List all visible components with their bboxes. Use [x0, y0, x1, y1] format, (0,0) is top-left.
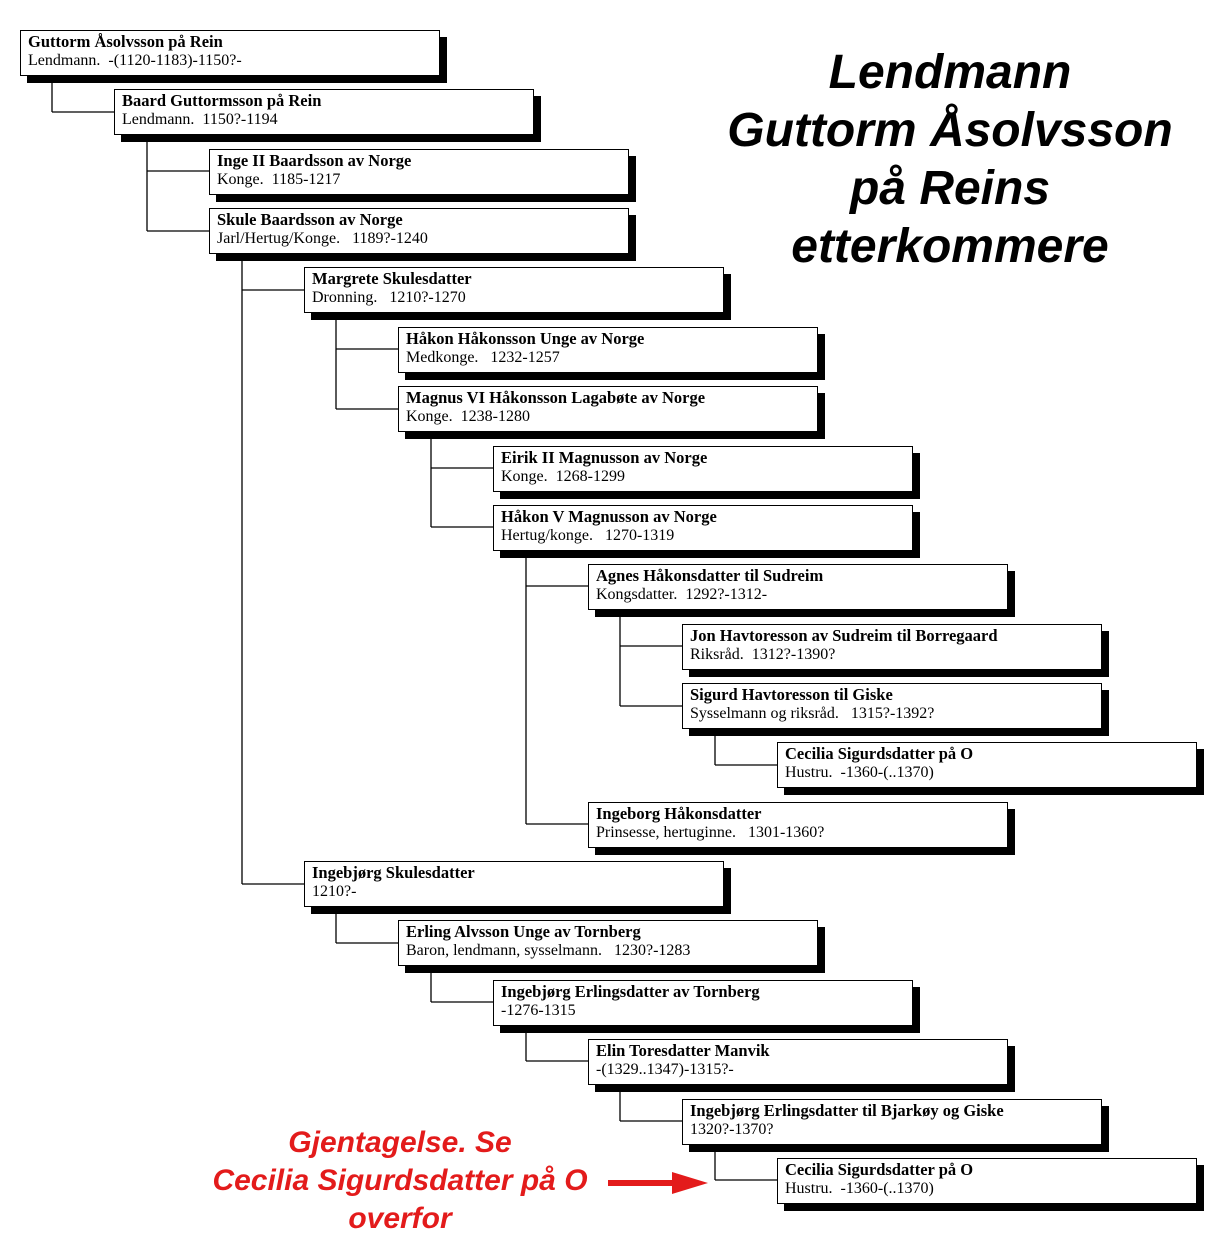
- person-name: Margrete Skulesdatter: [312, 269, 472, 288]
- person-info: Riksråd. 1312?-1390?: [690, 646, 836, 663]
- page-title: Lendmann Guttorm Åsolvsson på Reins ette…: [700, 44, 1200, 276]
- person-card-cecilia-sigurdsdatter-repeat[interactable]: Cecilia Sigurdsdatter på O Hustru. -1360…: [777, 1158, 1197, 1204]
- person-card-jon-havtoresson[interactable]: Jon Havtoresson av Sudreim til Borregaar…: [682, 624, 1102, 670]
- person-name: Agnes Håkonsdatter til Sudreim: [596, 566, 824, 585]
- person-info: Dronning. 1210?-1270: [312, 289, 466, 306]
- person-info: Jarl/Hertug/Konge. 1189?-1240: [217, 230, 428, 247]
- person-card-magnus-vi-hakonsson[interactable]: Magnus VI Håkonsson Lagabøte av Norge Ko…: [398, 386, 818, 432]
- person-card-guttorm-asolvsson[interactable]: Guttorm Åsolvsson på Rein Lendmann. -(11…: [20, 30, 440, 76]
- person-card-ingeborg-hakonsdatter[interactable]: Ingeborg Håkonsdatter Prinsesse, hertugi…: [588, 802, 1008, 848]
- note-line: Cecilia Sigurdsdatter på O: [212, 1164, 588, 1197]
- person-info: Prinsesse, hertuginne. 1301-1360?: [596, 824, 825, 841]
- title-line: etterkommere: [791, 220, 1109, 273]
- note-line: Gjentagelse. Se: [288, 1126, 512, 1159]
- person-name: Håkon Håkonsson Unge av Norge: [406, 329, 645, 348]
- person-name: Elin Toresdatter Manvik: [596, 1041, 770, 1060]
- person-card-erling-alvsson-unge[interactable]: Erling Alvsson Unge av Tornberg Baron, l…: [398, 920, 818, 966]
- person-name: Ingebjørg Erlingsdatter til Bjarkøy og G…: [690, 1101, 1004, 1120]
- person-name: Jon Havtoresson av Sudreim til Borregaar…: [690, 626, 998, 645]
- person-info: -(1329..1347)-1315?-: [596, 1061, 734, 1078]
- note-line: overfor: [348, 1202, 452, 1235]
- person-name: Cecilia Sigurdsdatter på O: [785, 1160, 974, 1179]
- person-name: Erling Alvsson Unge av Tornberg: [406, 922, 641, 941]
- person-card-inge-ii-baardsson[interactable]: Inge II Baardsson av Norge Konge. 1185-1…: [209, 149, 629, 195]
- person-card-hakon-v-magnusson[interactable]: Håkon V Magnusson av Norge Hertug/konge.…: [493, 505, 913, 551]
- person-info: Konge. 1238-1280: [406, 408, 530, 425]
- person-name: Ingeborg Håkonsdatter: [596, 804, 762, 823]
- person-name: Cecilia Sigurdsdatter på O: [785, 744, 974, 763]
- title-line: Guttorm Åsolvsson: [727, 104, 1173, 157]
- person-info: Lendmann. -(1120-1183)-1150?-: [28, 52, 242, 69]
- person-name: Magnus VI Håkonsson Lagabøte av Norge: [406, 388, 706, 407]
- person-info: Kongsdatter. 1292?-1312-: [596, 586, 768, 603]
- person-info: Konge. 1185-1217: [217, 171, 341, 188]
- person-name: Eirik II Magnusson av Norge: [501, 448, 708, 467]
- person-card-ingebjorg-erlingsdatter-bjarkoy[interactable]: Ingebjørg Erlingsdatter til Bjarkøy og G…: [682, 1099, 1102, 1145]
- person-name: Sigurd Havtoresson til Giske: [690, 685, 893, 704]
- arrow-head: [672, 1172, 708, 1194]
- arrow-right-icon: [608, 1172, 708, 1194]
- person-info: Konge. 1268-1299: [501, 468, 625, 485]
- title-line: Lendmann: [828, 46, 1072, 99]
- person-info: -1276-1315: [501, 1002, 576, 1019]
- person-info: Hustru. -1360-(..1370): [785, 1180, 934, 1197]
- person-name: Baard Guttormsson på Rein: [122, 91, 322, 110]
- person-info: Baron, lendmann, sysselmann. 1230?-1283: [406, 942, 691, 959]
- person-name: Ingebjørg Erlingsdatter av Tornberg: [501, 982, 760, 1001]
- person-card-elin-toresdatter-manvik[interactable]: Elin Toresdatter Manvik -(1329..1347)-13…: [588, 1039, 1008, 1085]
- person-info: 1210?-: [312, 883, 357, 900]
- person-info: Medkonge. 1232-1257: [406, 349, 560, 366]
- person-card-sigurd-havtoresson[interactable]: Sigurd Havtoresson til Giske Sysselmann …: [682, 683, 1102, 729]
- person-card-hakon-hakonsson-unge[interactable]: Håkon Håkonsson Unge av Norge Medkonge. …: [398, 327, 818, 373]
- person-card-skule-baardsson[interactable]: Skule Baardsson av Norge Jarl/Hertug/Kon…: [209, 208, 629, 254]
- person-info: 1320?-1370?: [690, 1121, 774, 1138]
- person-card-agnes-hakonsdatter[interactable]: Agnes Håkonsdatter til Sudreim Kongsdatt…: [588, 564, 1008, 610]
- person-card-baard-guttormsson[interactable]: Baard Guttormsson på Rein Lendmann. 1150…: [114, 89, 534, 135]
- title-line: på Reins: [849, 162, 1051, 215]
- person-card-ingebjorg-skulesdatter[interactable]: Ingebjørg Skulesdatter 1210?-: [304, 861, 724, 907]
- repeat-note: Gjentagelse. Se Cecilia Sigurdsdatter på…: [180, 1124, 620, 1238]
- person-card-ingebjorg-erlingsdatter-tornberg[interactable]: Ingebjørg Erlingsdatter av Tornberg -127…: [493, 980, 913, 1026]
- person-info: Hustru. -1360-(..1370): [785, 764, 934, 781]
- person-info: Hertug/konge. 1270-1319: [501, 527, 675, 544]
- person-card-cecilia-sigurdsdatter[interactable]: Cecilia Sigurdsdatter på O Hustru. -1360…: [777, 742, 1197, 788]
- person-info: Lendmann. 1150?-1194: [122, 111, 278, 128]
- person-name: Inge II Baardsson av Norge: [217, 151, 412, 170]
- person-name: Guttorm Åsolvsson på Rein: [28, 32, 223, 51]
- person-name: Håkon V Magnusson av Norge: [501, 507, 717, 526]
- person-name: Ingebjørg Skulesdatter: [312, 863, 475, 882]
- person-card-eirik-ii-magnusson[interactable]: Eirik II Magnusson av Norge Konge. 1268-…: [493, 446, 913, 492]
- person-info: Sysselmann og riksråd. 1315?-1392?: [690, 705, 935, 722]
- person-card-margrete-skulesdatter[interactable]: Margrete Skulesdatter Dronning. 1210?-12…: [304, 267, 724, 313]
- person-name: Skule Baardsson av Norge: [217, 210, 403, 229]
